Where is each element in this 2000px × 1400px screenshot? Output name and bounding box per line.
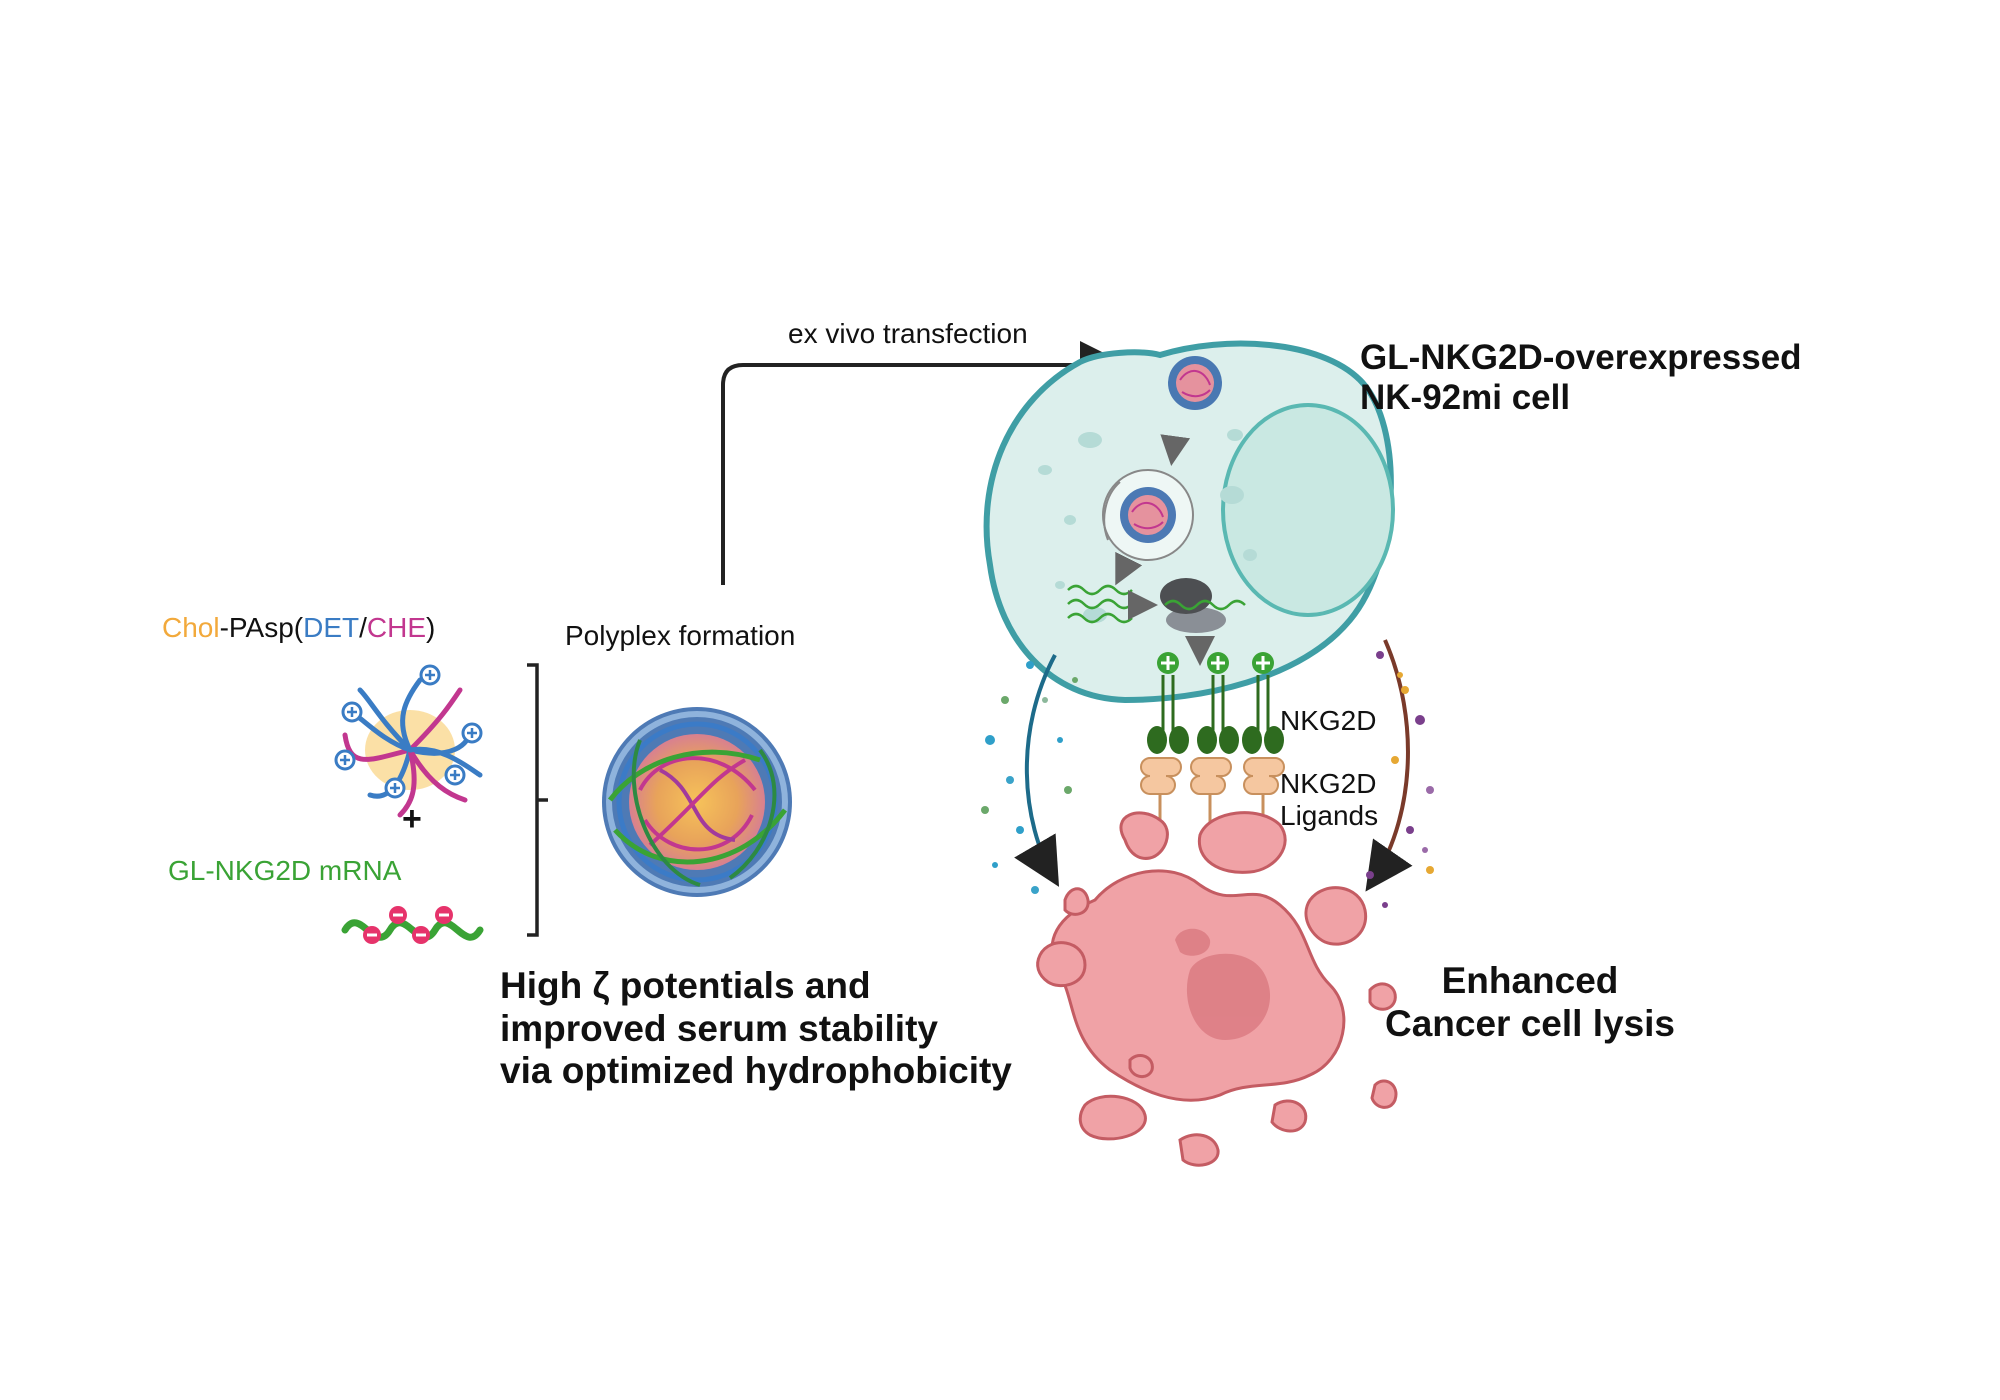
granules-left — [981, 661, 1078, 894]
nkg2d-ligands-line1: NKG2D — [1280, 768, 1377, 799]
nkg2d-ligands — [1140, 757, 1285, 830]
polymer-chol: Chol — [162, 612, 220, 643]
nk-cell — [983, 340, 1395, 704]
outcome-line2: Cancer cell lysis — [1384, 1002, 1676, 1044]
nkg2d-receptor — [1147, 652, 1189, 754]
polyplex-properties-line1: High ζ potentials and — [500, 965, 871, 1006]
nkg2d-ligands-line2: Ligands — [1280, 800, 1379, 832]
transfection-arrow — [721, 341, 1128, 585]
polyplex-properties-text: High ζ potentials and improved serum sta… — [500, 965, 1012, 1093]
polymer-pasp: -PAsp( — [219, 612, 304, 643]
cytotoxic-release-arrow-right — [1365, 639, 1413, 892]
outcome-line1: Enhanced — [1441, 960, 1619, 1001]
plus-sign: + — [402, 800, 422, 838]
cytotoxic-release-arrow-left — [1014, 654, 1060, 887]
polyplex-properties-line2: improved serum stability — [500, 1007, 938, 1049]
nkg2d-label: NKG2D — [1280, 705, 1377, 736]
polyplex-formation-label: Polyplex formation — [565, 620, 796, 651]
released-mrna-icon — [1067, 584, 1133, 624]
polymer-close: ) — [426, 612, 436, 643]
polymer-che: CHE — [366, 612, 426, 643]
ribosome-icon — [1160, 578, 1246, 633]
nkg2d-receptor — [1197, 652, 1239, 754]
outcome-text: Enhanced Cancer cell lysis — [1370, 960, 1690, 1045]
cancer-cell-nucleus — [1175, 928, 1271, 1040]
grouping-bracket — [527, 663, 548, 937]
positive-charge-icon — [334, 664, 483, 799]
polyplex-properties-line3: via optimized hydrophobicity — [500, 1050, 1012, 1092]
internalized-polyplex-icon — [1168, 356, 1222, 410]
endosome-icon — [1102, 469, 1194, 561]
nkg2d-ligands-label: NKG2D Ligands — [1280, 768, 1378, 832]
negative-charge-icon — [363, 906, 453, 944]
granules-right — [1366, 651, 1434, 908]
ex-vivo-transfection-label: ex vivo transfection — [788, 318, 1028, 349]
polymer-label: Chol-PAsp(DET/CHE) — [162, 612, 435, 644]
polyplex-icon — [602, 707, 792, 897]
polymer-micelle-icon — [334, 664, 483, 818]
mrna-strand-icon — [341, 906, 484, 944]
nk-cell-title-line1: GL-NKG2D-overexpressed — [1360, 338, 1802, 377]
polymer-slash: / — [359, 612, 367, 643]
nkg2d-receptors — [1147, 652, 1284, 754]
nk-cell-title-line2: NK-92mi cell — [1360, 378, 1571, 418]
nkg2d-receptor — [1242, 652, 1284, 754]
polymer-det: DET — [303, 612, 360, 643]
nucleus — [1221, 403, 1395, 617]
mrna-label: GL-NKG2D mRNA — [168, 855, 402, 886]
nk-cell-title: GL-NKG2D-overexpressed NK-92mi cell — [1360, 338, 1802, 419]
nkg2d-ligand — [1190, 757, 1232, 830]
